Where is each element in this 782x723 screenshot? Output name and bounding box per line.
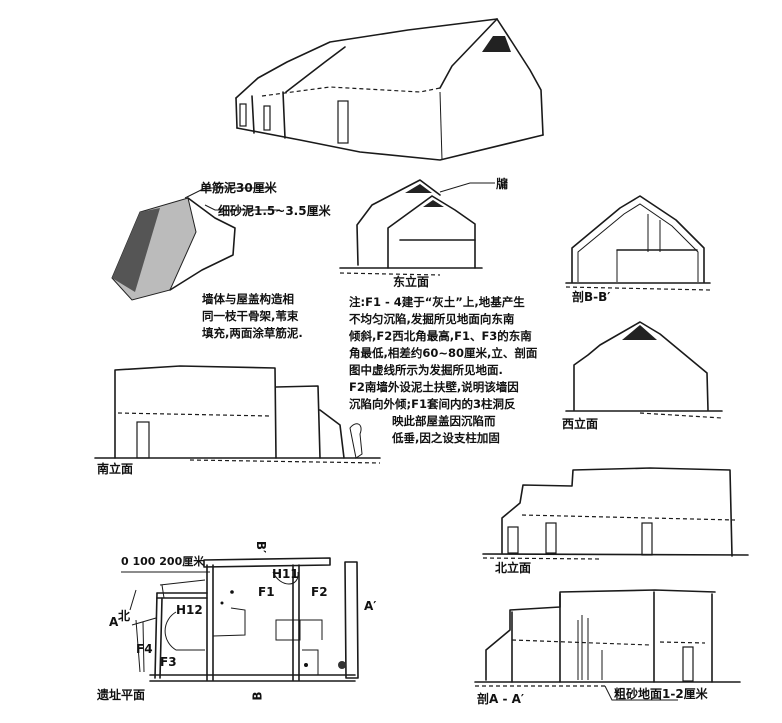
site-plan-room-f1: F1 bbox=[258, 585, 275, 599]
site-plan-north-label: 北 bbox=[118, 609, 131, 623]
note-line-5: 图中虚线所示为发掘所见地面. bbox=[349, 363, 503, 377]
note-line-9: 低垂,因之设支柱加固 bbox=[392, 431, 500, 445]
site-plan-room-f4: F4 bbox=[136, 642, 153, 656]
site-plan-pit-h12: H12 bbox=[176, 603, 203, 617]
site-plan-caption: 遗址平面 bbox=[97, 688, 146, 702]
wall-detail-caption-line-1: 墙体与屋盖构造相 bbox=[202, 292, 294, 306]
site-plan-pit-h11: H11 bbox=[272, 567, 299, 581]
section-aa-caption: 剖A - A′ bbox=[477, 692, 525, 706]
section-bb-caption: 剖B-B′ bbox=[572, 290, 611, 304]
note-line-4: 角最低,相差约60~80厘米,立、剖面 bbox=[349, 346, 538, 360]
south-elevation-caption: 南立面 bbox=[97, 462, 134, 476]
note-line-7: 沉陷向外倾;F1套间内的3柱洞反 bbox=[349, 397, 516, 411]
note-line-1: 注:F1 - 4建于“灰土”上,地基产生 bbox=[349, 295, 525, 309]
wall-detail-label-fine-sand-mud: 细砂泥1.5~3.5厘米 bbox=[218, 204, 331, 218]
east-elevation-window-callout: 牖 bbox=[496, 177, 509, 191]
site-plan-room-f2: F2 bbox=[311, 585, 328, 599]
wall-construction-detail bbox=[111, 187, 280, 301]
west-elevation-drawing bbox=[565, 321, 723, 419]
east-elevation-drawing bbox=[339, 179, 495, 276]
north-elevation-caption: 北立面 bbox=[495, 561, 532, 575]
site-plan-mark-b-prime: B′ bbox=[254, 540, 269, 554]
perspective-house-drawing bbox=[235, 18, 544, 161]
site-plan-mark-a-prime: A′ bbox=[364, 599, 377, 613]
section-aa-coarse-sand-floor-callout: 粗砂地面1-2厘米 bbox=[614, 687, 708, 701]
wall-detail-label-reinforced-mud: 单筋泥30厘米 bbox=[200, 181, 277, 195]
site-plan-room-f3: F3 bbox=[160, 655, 177, 669]
note-line-6: F2南墙外设泥土扶壁,说明该墙因 bbox=[349, 380, 519, 394]
section-aa-drawing bbox=[474, 589, 741, 701]
wall-detail-caption-line-2: 同一枝干骨架,苇束 bbox=[202, 309, 299, 323]
note-line-3: 倾斜,F2西北角最高,F1、F3的东南 bbox=[349, 329, 532, 343]
site-plan-mark-b: B bbox=[250, 691, 265, 701]
west-elevation-caption: 西立面 bbox=[562, 417, 599, 431]
note-line-8: 映此部屋盖因沉陷而 bbox=[392, 414, 496, 428]
south-elevation-drawing bbox=[94, 365, 381, 464]
east-elevation-caption: 东立面 bbox=[393, 275, 430, 289]
note-line-2: 不均匀沉陷,发掘所见地面向东南 bbox=[349, 312, 515, 326]
site-plan-drawing bbox=[121, 557, 359, 682]
section-bb-drawing bbox=[565, 195, 711, 291]
site-plan-mark-a: A bbox=[109, 615, 119, 629]
north-elevation-drawing bbox=[482, 467, 749, 560]
wall-detail-caption-line-3: 填充,两面涂草筋泥. bbox=[202, 326, 303, 340]
site-plan-scale-bar: 0 100 200厘米 bbox=[121, 555, 205, 568]
